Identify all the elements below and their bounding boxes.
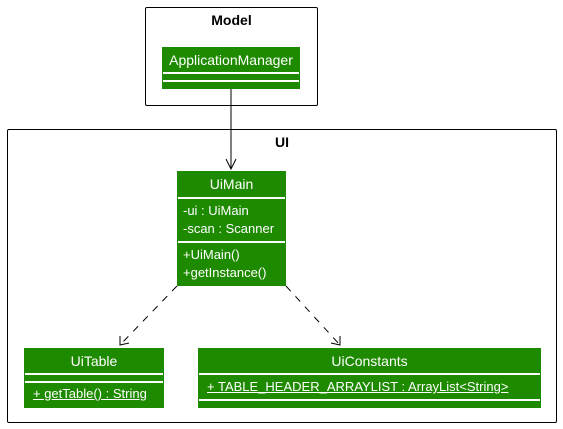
class-separator — [199, 399, 540, 401]
ui-constants-class: UiConstants + TABLE_HEADER_ARRAYLIST : A… — [198, 348, 541, 408]
ui-table-class: UiTable + getTable() : String — [24, 348, 164, 408]
ui-main-field: -scan : Scanner — [183, 221, 275, 236]
ui-constants-field: + TABLE_HEADER_ARRAYLIST : ArrayList<Str… — [207, 379, 509, 394]
class-separator — [163, 80, 299, 82]
ui-main-class-name: UiMain — [209, 176, 254, 192]
dependency-arrowhead-uitable — [119, 336, 130, 346]
class-separator — [163, 72, 299, 74]
class-separator — [199, 373, 540, 375]
class-separator — [25, 381, 163, 383]
application-manager-class-name: ApplicationManager — [169, 52, 293, 68]
dependency-line-uitable — [119, 285, 178, 346]
ui-table-class-name: UiTable — [70, 353, 118, 369]
ui-main-class: UiMain -ui : UiMain -scan : Scanner +UiM… — [177, 171, 286, 286]
ui-constants-class-name: UiConstants — [331, 353, 408, 369]
application-manager-class: ApplicationManager — [162, 47, 300, 89]
class-separator — [178, 197, 285, 199]
class-separator — [178, 241, 285, 243]
model-package-title: Model — [211, 12, 252, 28]
ui-main-field: -ui : UiMain — [183, 203, 249, 218]
dependency-line-uiconstants — [285, 285, 341, 346]
dependency-arrowhead-uiconstants — [330, 336, 341, 346]
class-separator — [25, 373, 163, 375]
ui-table-method: + getTable() : String — [33, 386, 147, 401]
ui-main-method: +getInstance() — [183, 265, 267, 280]
ui-package-title: UI — [275, 134, 289, 150]
ui-main-method: +UiMain() — [183, 247, 240, 262]
association-arrowhead — [225, 158, 237, 171]
